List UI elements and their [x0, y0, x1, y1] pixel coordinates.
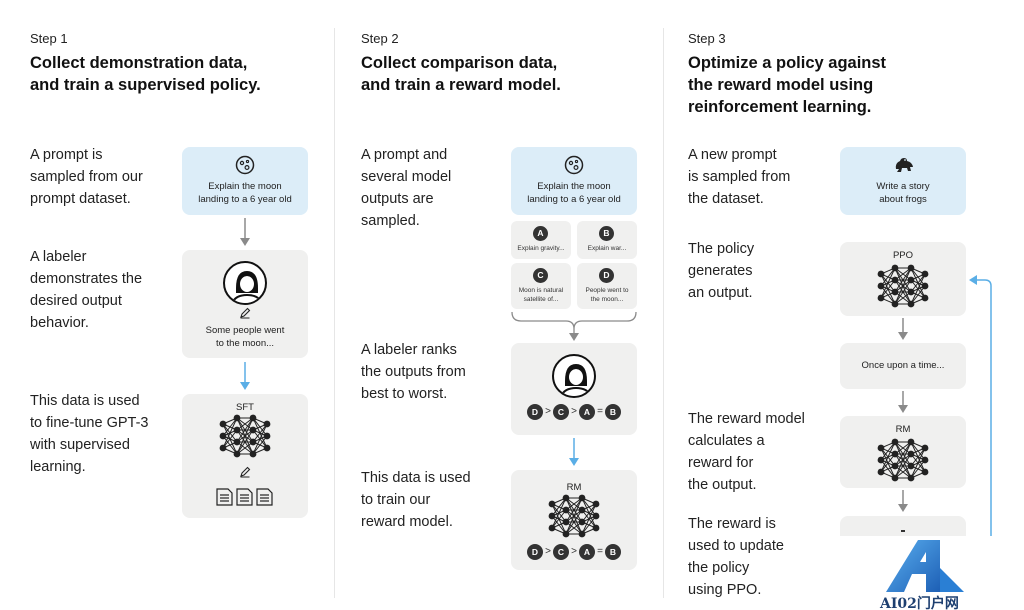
step-2-description-1: A prompt and several model outputs are s… — [361, 147, 452, 229]
output-letter-c: C — [533, 268, 548, 283]
step-1-title: Collect demonstration data, and train a … — [30, 54, 261, 94]
brace-icon — [511, 311, 637, 341]
step-3-description-1: A new prompt is sampled from the dataset… — [688, 147, 791, 207]
step-3-label: Step 3 — [688, 31, 726, 46]
pencil-icon — [240, 307, 251, 319]
step-2-prompt-text: Explain the moon landing to a 6 year old — [527, 181, 621, 205]
step-2-labeler-box: D > C > A = B — [511, 343, 637, 435]
step-1-description-2: A labeler demonstrates the desired outpu… — [30, 249, 143, 331]
ppo-label: PPO — [892, 250, 914, 261]
output-letter-a: A — [533, 226, 548, 241]
policy-output-text: Once upon a time... — [861, 360, 945, 371]
watermark-logo-icon — [886, 540, 964, 592]
step-3-prompt-box: Write a story about frogs — [840, 147, 966, 215]
step-2-description-3: This data is used to train our reward mo… — [361, 470, 471, 530]
ranking-row: D > C > A = B — [527, 404, 623, 420]
arrow-down-icon — [240, 218, 250, 246]
output-card-d: D People went to the moon... — [577, 263, 637, 309]
arrow-down-blue-icon — [569, 438, 579, 466]
output-card-a: A Explain gravity... — [511, 221, 571, 259]
reward-symbol-fragment — [901, 530, 905, 532]
moon-icon — [235, 155, 255, 175]
step-2-label: Step 2 — [361, 31, 399, 46]
step-3-description-4: The reward is used to update the policy … — [688, 516, 784, 598]
step-3-prompt-text: Write a story about frogs — [876, 181, 930, 205]
step-3-output-box: Once upon a time... — [840, 343, 966, 389]
output-card-c: C Moon is natural satellite of... — [511, 263, 571, 309]
step-1-prompt-text: Explain the moon landing to a 6 year old — [198, 181, 292, 205]
labeler-avatar — [223, 261, 267, 305]
moon-icon — [564, 155, 584, 175]
step-2-rm-box: RM D > C > A = B — [511, 470, 637, 570]
output-text-a: Explain gravity... — [517, 245, 565, 252]
sft-label: SFT — [236, 402, 254, 413]
person-icon — [560, 364, 592, 396]
output-letter-d: D — [599, 268, 614, 283]
feedback-loop-arrow-icon — [969, 275, 992, 536]
person-icon — [231, 271, 263, 303]
step-1-label: Step 1 — [30, 31, 68, 46]
step-1-description-3: This data is used to fine-tune GPT-3 wit… — [30, 393, 149, 475]
frog-icon — [895, 158, 913, 172]
step-1-description-1: A prompt is sampled from our prompt data… — [30, 147, 143, 207]
output-card-b: B Explain war... — [577, 221, 637, 259]
step-3-title: Optimize a policy against the reward mod… — [688, 54, 887, 116]
step-1-labeler-box: Some people went to the moon... — [182, 250, 308, 358]
output-text-b: Explain war... — [587, 245, 627, 252]
neural-network-icon — [877, 264, 929, 308]
neural-network-icon — [877, 438, 929, 482]
step-1-sft-box: SFT — [182, 394, 308, 518]
output-letter-b: B — [599, 226, 614, 241]
watermark-text: AI02门户网 — [880, 596, 959, 610]
step-1-prompt-box: Explain the moon landing to a 6 year old — [182, 147, 308, 215]
pencil-icon — [240, 466, 251, 478]
rm-label: RM — [566, 482, 582, 493]
arrow-down-icon — [898, 391, 908, 413]
ranking-row: D > C > A = B — [527, 544, 623, 560]
step-2-prompt-box: Explain the moon landing to a 6 year old — [511, 147, 637, 215]
output-text-d: People went to the moon... — [585, 287, 629, 303]
step-2-title: Collect comparison data, and train a rew… — [361, 54, 561, 94]
documents-icon — [216, 488, 273, 506]
output-text-c: Moon is natural satellite of... — [518, 287, 564, 303]
step-3-description-2: The policy generates an output. — [688, 241, 755, 301]
step-3-reward-box — [840, 516, 966, 536]
step-3-ppo-box: PPO — [840, 242, 966, 316]
arrow-down-blue-icon — [240, 362, 250, 390]
step-3-description-3: The reward model calculates a reward for… — [688, 411, 805, 493]
step-1-output-text: Some people went to the moon... — [205, 325, 285, 349]
step-2-description-2: A labeler ranks the outputs from best to… — [361, 342, 466, 402]
arrow-down-icon — [898, 490, 908, 512]
labeler-avatar — [552, 354, 596, 398]
step-3-rm-box: RM — [840, 416, 966, 488]
neural-network-icon — [219, 414, 271, 458]
rm-label: RM — [895, 424, 911, 435]
arrow-down-icon — [898, 318, 908, 340]
neural-network-icon — [548, 494, 600, 538]
column-divider-1 — [334, 28, 335, 598]
column-divider-2 — [663, 28, 664, 598]
